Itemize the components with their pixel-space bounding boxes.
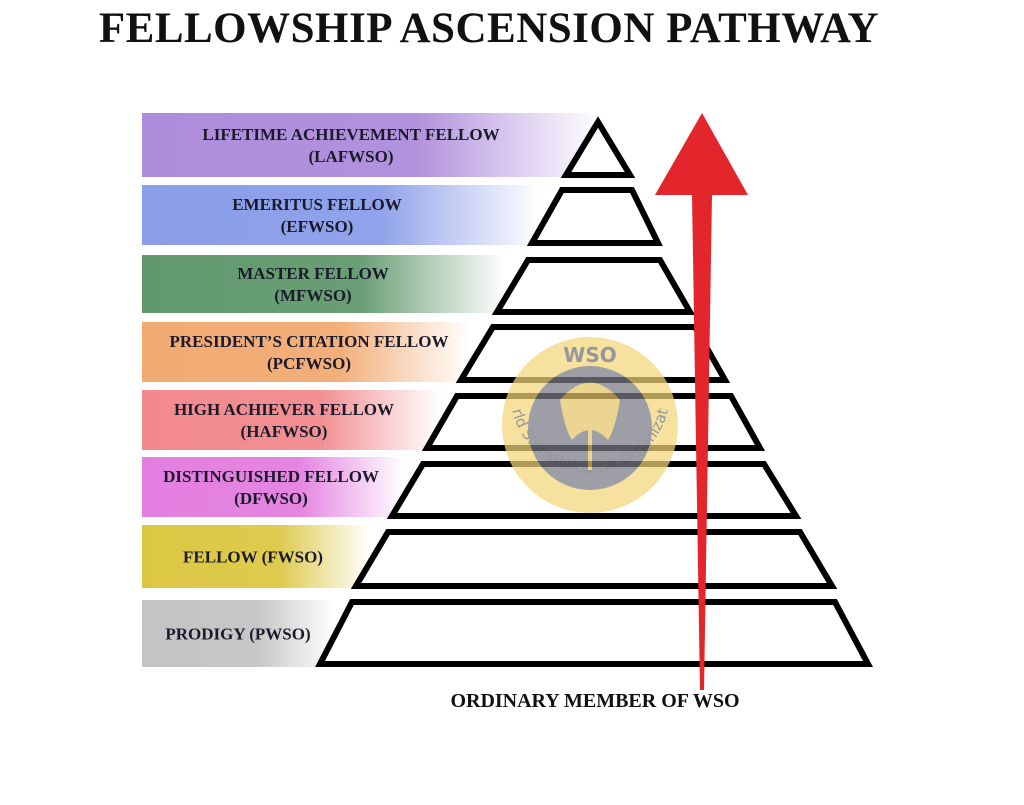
- tier-label: (MFWSO): [274, 286, 351, 305]
- arrow-shaft: [692, 195, 712, 690]
- pyramid-tier: [560, 116, 636, 178]
- tier-band: [142, 255, 505, 313]
- tier-label: (DFWSO): [234, 489, 308, 508]
- tier-label: PRESIDENT’S CITATION FELLOW: [170, 332, 449, 351]
- tier-band: [142, 600, 335, 667]
- tier-band: [142, 113, 600, 177]
- pyramid-tier: [491, 257, 696, 315]
- tier-label: MASTER FELLOW: [237, 264, 389, 283]
- tier-label: (LAFWSO): [309, 147, 394, 166]
- tier-label: (PCFWSO): [267, 354, 351, 373]
- pyramid-tier: [350, 529, 838, 589]
- tier-band: [142, 185, 540, 245]
- tier-band: [142, 525, 370, 588]
- tier-label: DISTINGUISHED FELLOW: [163, 467, 379, 486]
- tier-bands: [142, 113, 600, 667]
- tier-band: [142, 390, 440, 450]
- page-title: FELLOWSHIP ASCENSION PATHWAY: [98, 5, 880, 52]
- pyramid-tier: [526, 187, 663, 246]
- arrow-head: [655, 113, 748, 195]
- tier-label: (EFWSO): [281, 217, 354, 236]
- tier-label: PRODIGY (PWSO): [165, 625, 310, 644]
- ascension-arrow: [655, 113, 748, 690]
- pyramid-tier: [315, 599, 873, 667]
- tier-label: HIGH ACHIEVER FELLOW: [174, 400, 394, 419]
- tier-label: EMERITUS FELLOW: [232, 195, 402, 214]
- tier-band: [142, 322, 470, 382]
- logo-abbr: WSO: [563, 343, 616, 367]
- tier-label: FELLOW (FWSO): [183, 548, 323, 567]
- tier-label: (HAFWSO): [241, 422, 328, 441]
- base-label: ORDINARY MEMBER OF WSO: [450, 690, 740, 712]
- tier-labels: LIFETIME ACHIEVEMENT FELLOW (LAFWSO) EMERI…: [163, 125, 500, 644]
- tier-band: [142, 457, 405, 517]
- tier-label: LIFETIME ACHIEVEMENT FELLOW: [202, 125, 499, 144]
